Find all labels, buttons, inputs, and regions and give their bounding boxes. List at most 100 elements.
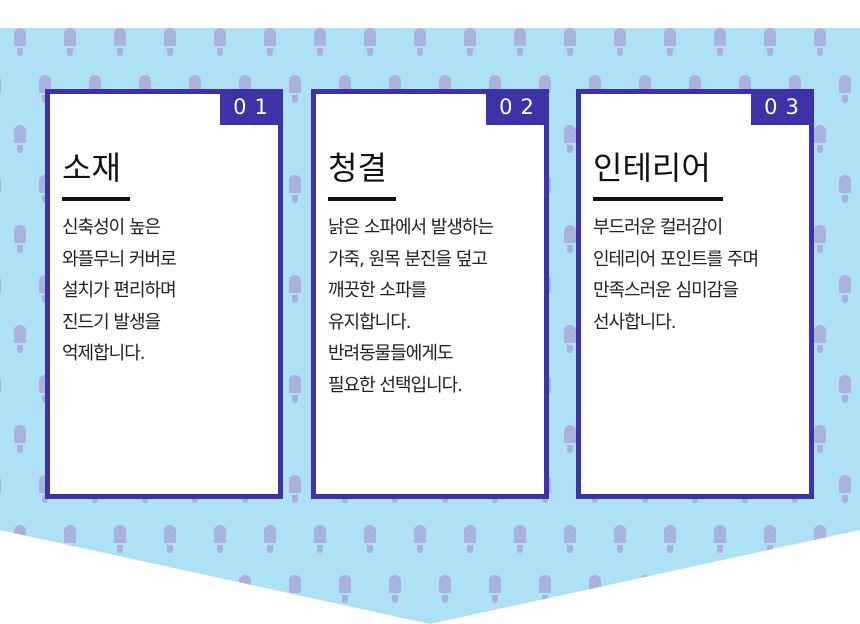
pattern-drop-icon (539, 575, 551, 603)
pattern-drop-icon (14, 125, 26, 153)
card-number: 01 (220, 89, 283, 125)
pattern-drop-icon (289, 275, 301, 303)
pattern-drop-icon (0, 75, 1, 103)
title-underline (62, 197, 130, 201)
description-line: 가죽, 원목 분진을 덮고 (328, 248, 488, 270)
description-line: 깨끗한 소파를 (328, 280, 427, 301)
pattern-drop-icon (464, 525, 476, 553)
description-line: 유지합니다. (328, 311, 412, 333)
pattern-drop-icon (439, 575, 451, 603)
pattern-drop-icon (0, 375, 1, 403)
pattern-drop-icon (14, 28, 26, 56)
pattern-drop-icon (264, 525, 276, 553)
pattern-drop-icon (64, 525, 76, 553)
pattern-drop-icon (714, 28, 726, 56)
pattern-drop-icon (664, 525, 676, 553)
pattern-drop-icon (364, 28, 376, 56)
pattern-drop-icon (614, 525, 626, 553)
pattern-drop-icon (489, 575, 501, 603)
pattern-drop-icon (289, 475, 301, 503)
card-title: 소재 (62, 149, 121, 187)
pattern-drop-icon (564, 425, 576, 453)
pattern-drop-icon (239, 575, 251, 603)
description-line: 신축성이 높은 (62, 217, 161, 238)
pattern-drop-icon (814, 28, 826, 56)
pattern-drop-icon (764, 525, 776, 553)
pattern-drop-icon (514, 28, 526, 56)
pattern-drop-icon (164, 525, 176, 553)
description-line: 낡은 소파에서 발생하는 (328, 217, 494, 238)
pattern-drop-icon (839, 375, 851, 403)
pattern-drop-icon (14, 325, 26, 353)
pattern-drop-icon (664, 28, 676, 56)
pattern-drop-icon (414, 525, 426, 553)
feature-card-interior: 03 인테리어 부드러운 컬러감이 인테리어 포인트를 주며 만족스러운 심미감… (576, 89, 814, 499)
pattern-drop-icon (839, 575, 851, 603)
pattern-drop-icon (339, 575, 351, 603)
feature-card-cleanliness: 02 청결 낡은 소파에서 발생하는 가죽, 원목 분진을 덮고 깨끗한 소파를… (311, 89, 549, 499)
pattern-drop-icon (814, 325, 826, 353)
card-number: 03 (751, 89, 814, 125)
pattern-drop-icon (389, 575, 401, 603)
card-title: 인테리어 (593, 149, 711, 187)
pattern-drop-icon (314, 525, 326, 553)
pattern-drop-icon (814, 425, 826, 453)
description-line: 와플무늬 커버로 (62, 248, 177, 270)
pattern-drop-icon (164, 28, 176, 56)
pattern-drop-icon (289, 575, 301, 603)
card-description: 부드러운 컬러감이 인테리어 포인트를 주며 만족스러운 심미감을 선사합니다. (593, 212, 759, 338)
pattern-drop-icon (814, 525, 826, 553)
pattern-drop-icon (564, 28, 576, 56)
pattern-drop-icon (114, 525, 126, 553)
pattern-drop-icon (264, 28, 276, 56)
description-line: 선사합니다. (593, 311, 677, 333)
pattern-drop-icon (64, 28, 76, 56)
pattern-drop-icon (0, 275, 1, 303)
pattern-drop-icon (289, 75, 301, 103)
pattern-drop-icon (839, 475, 851, 503)
pattern-drop-icon (0, 175, 1, 203)
pattern-drop-icon (89, 575, 101, 603)
title-underline (593, 197, 723, 201)
pattern-drop-icon (639, 575, 651, 603)
description-line: 인테리어 포인트를 주며 (593, 248, 759, 270)
card-description: 신축성이 높은 와플무늬 커버로 설치가 편리하며 진드기 발생을 억제합니다. (62, 212, 177, 370)
card-description: 낡은 소파에서 발생하는 가죽, 원목 분진을 덮고 깨끗한 소파를 유지합니다… (328, 212, 494, 401)
pattern-drop-icon (764, 28, 776, 56)
pattern-drop-icon (39, 575, 51, 603)
card-title: 청결 (328, 149, 387, 187)
pattern-drop-icon (814, 125, 826, 153)
description-line: 부드러운 컬러감이 (593, 217, 723, 238)
pattern-drop-icon (314, 28, 326, 56)
pattern-drop-icon (839, 75, 851, 103)
pattern-drop-icon (514, 525, 526, 553)
pattern-drop-icon (564, 125, 576, 153)
pattern-drop-icon (0, 475, 1, 503)
pattern-drop-icon (814, 225, 826, 253)
description-line: 설치가 편리하며 (62, 280, 177, 301)
pattern-drop-icon (214, 28, 226, 56)
pattern-drop-icon (789, 575, 801, 603)
pattern-drop-icon (414, 28, 426, 56)
pattern-drop-icon (714, 525, 726, 553)
pattern-drop-icon (0, 575, 1, 603)
pattern-drop-icon (689, 575, 701, 603)
pattern-drop-icon (564, 525, 576, 553)
pattern-drop-icon (839, 175, 851, 203)
pattern-drop-icon (14, 525, 26, 553)
pattern-drop-icon (739, 575, 751, 603)
pattern-drop-icon (114, 28, 126, 56)
description-line: 억제합니다. (62, 343, 146, 364)
pattern-drop-icon (289, 375, 301, 403)
description-line: 필요한 선택입니다. (328, 374, 463, 396)
description-line: 진드기 발생을 (62, 311, 161, 333)
pattern-drop-icon (364, 525, 376, 553)
pattern-drop-icon (614, 28, 626, 56)
pattern-drop-icon (214, 525, 226, 553)
pattern-drop-icon (14, 425, 26, 453)
pattern-drop-icon (139, 575, 151, 603)
pattern-drop-icon (289, 175, 301, 203)
card-number: 02 (486, 89, 549, 125)
description-line: 반려동물들에게도 (328, 343, 453, 364)
pattern-drop-icon (839, 275, 851, 303)
